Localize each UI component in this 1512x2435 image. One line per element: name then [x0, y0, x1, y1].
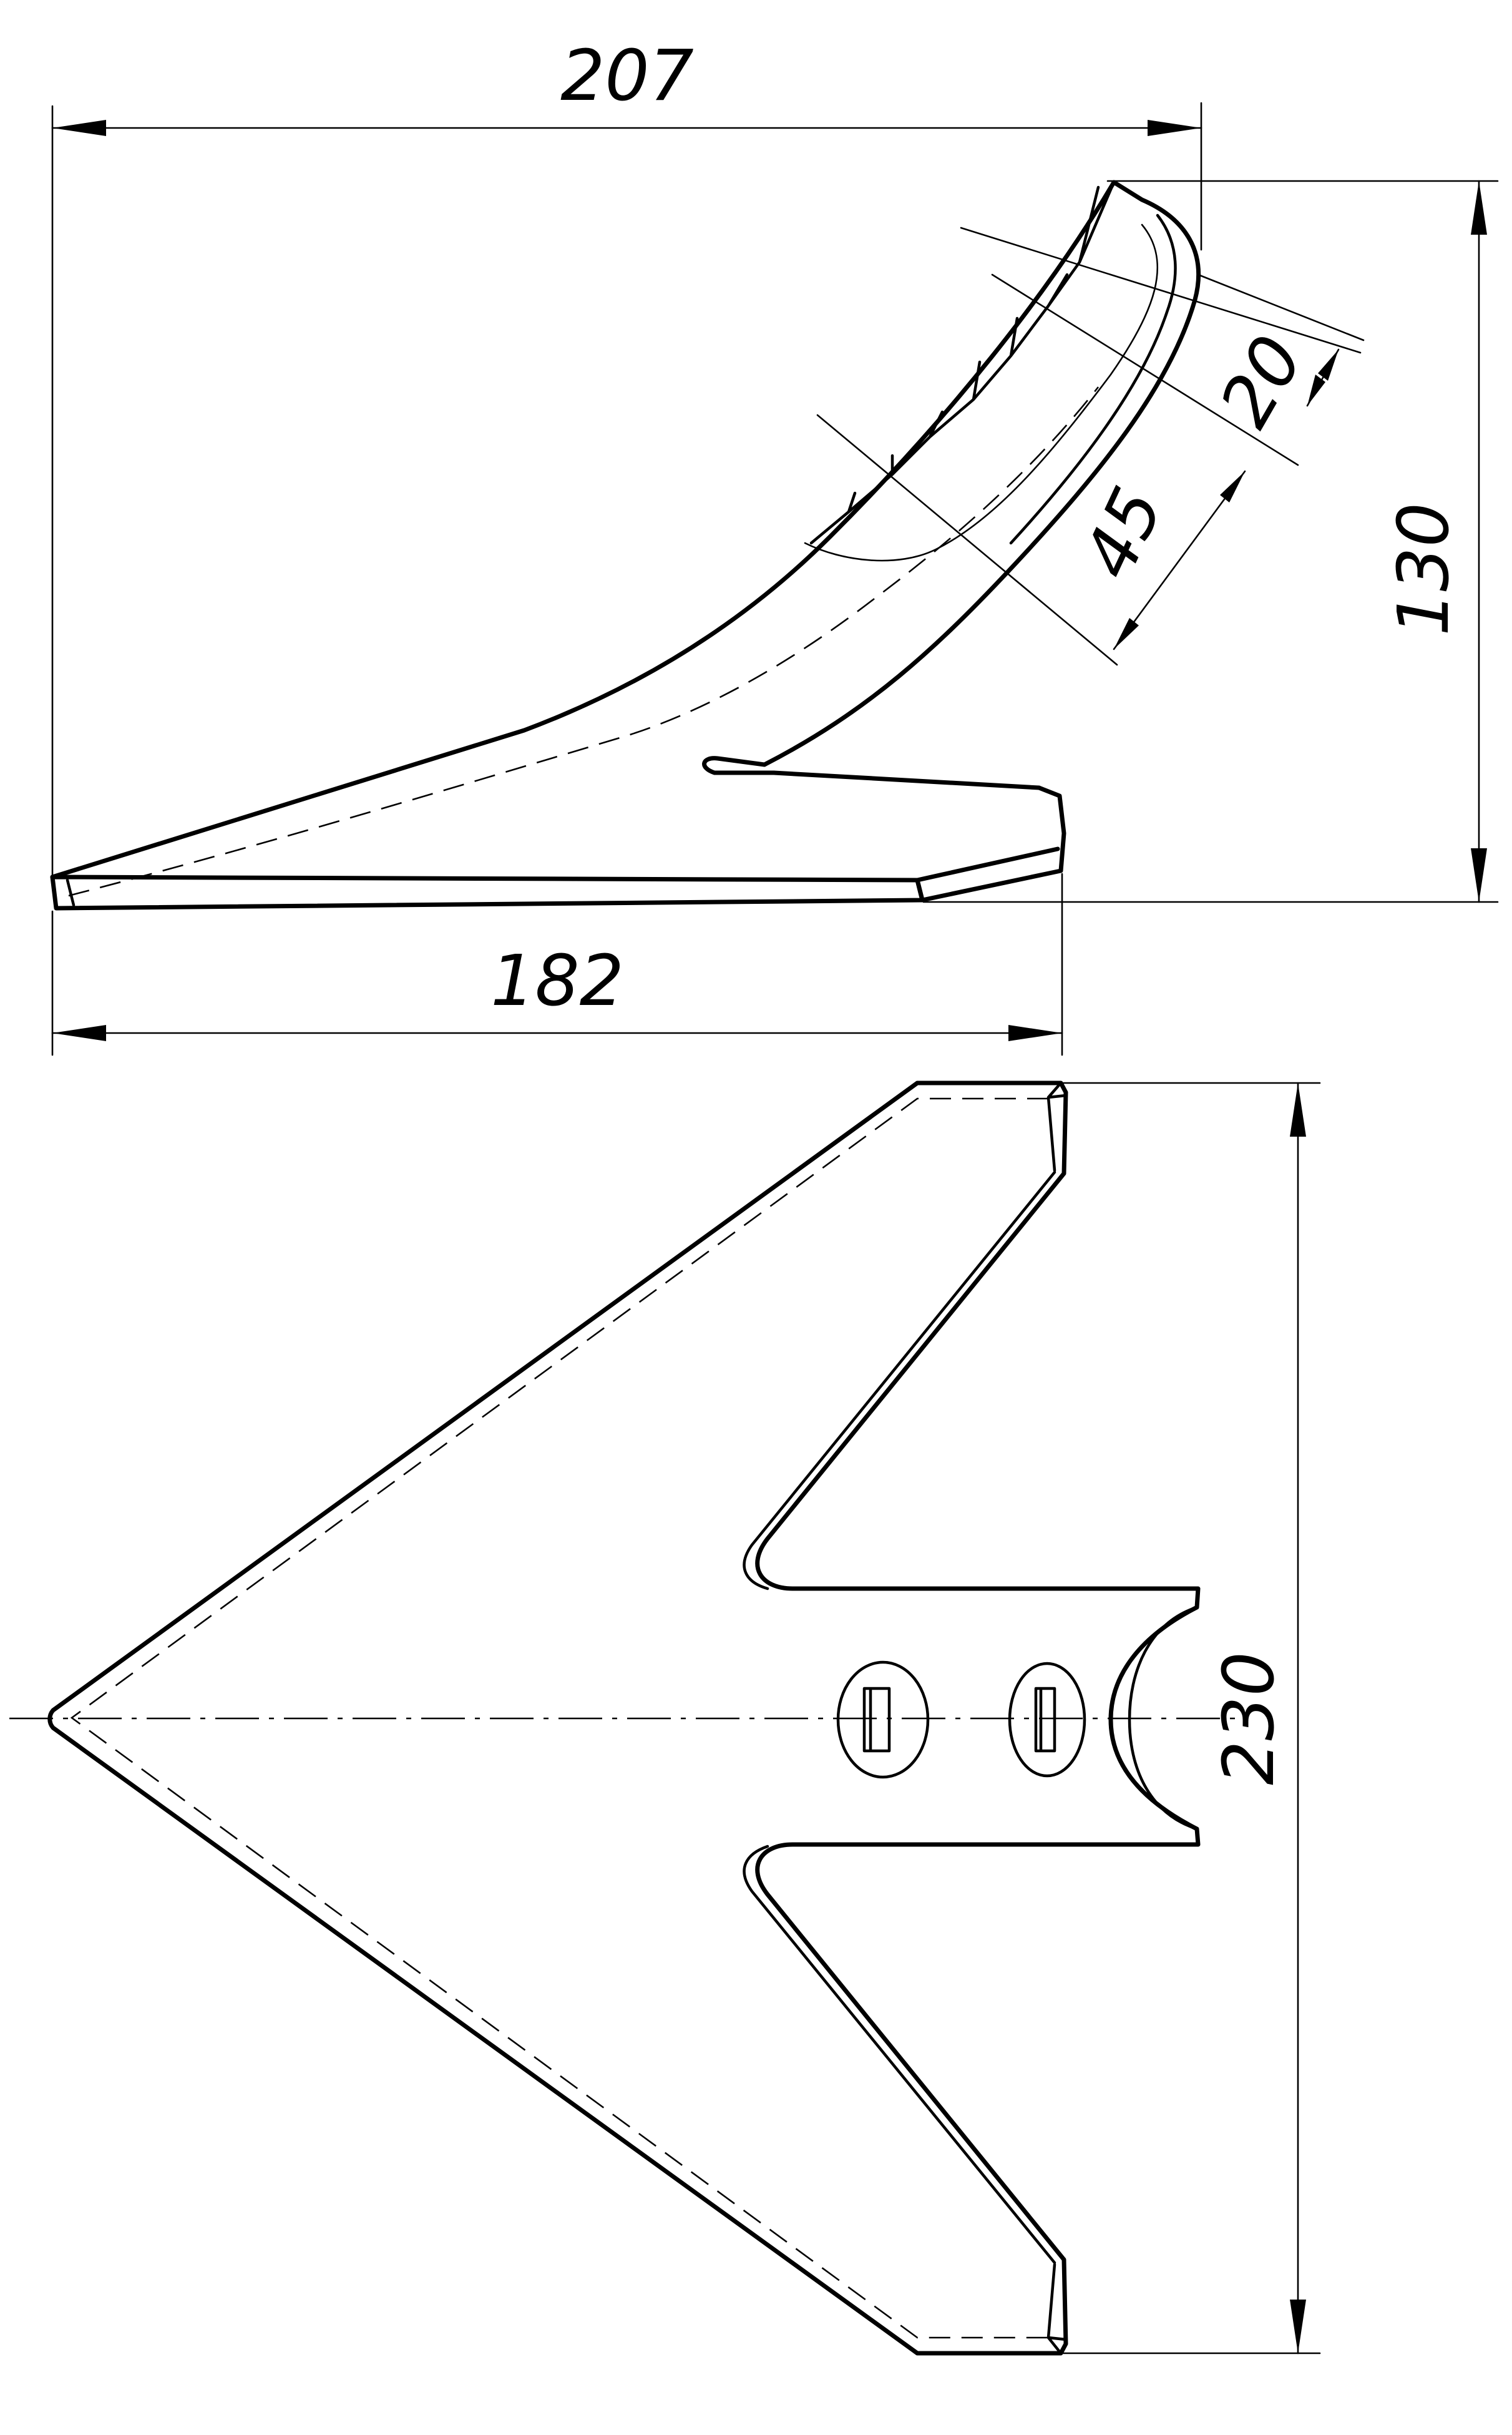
dimension-rise-label: 45 [1068, 476, 1179, 590]
dimension-rise: 45 [1068, 470, 1246, 650]
side-view-front-contour [762, 180, 1201, 767]
construction-line-20-lower [991, 273, 1299, 466]
side-view-front-inner-edge [1009, 213, 1177, 545]
top-view-outer-contour [47, 1080, 1201, 2356]
dimension-width-label: 230 [1209, 1652, 1290, 1785]
side-view: 20 45 207 130 [50, 36, 1499, 1056]
dimension-width: 230 [1060, 1082, 1321, 2354]
side-view-upper-contour [50, 180, 1116, 879]
top-view-hidden-line [70, 1097, 1048, 2339]
top-view-hole-2 [1008, 1662, 1086, 1778]
top-view-slot-lower-inner [743, 1845, 1056, 2265]
top-view-bevel-lower [1046, 2263, 1068, 2355]
dimension-thickness-label: 20 [1204, 323, 1319, 440]
top-view-bevel-upper [1046, 1081, 1068, 1172]
dimension-overall-length: 207 [51, 36, 1202, 888]
side-view-base [50, 875, 925, 911]
dimension-height-label: 130 [1383, 502, 1465, 636]
dimension-height: 130 [922, 180, 1499, 903]
top-view-slot-upper-inner [743, 1170, 1056, 1590]
side-view-nose [915, 785, 1066, 903]
side-view-surface-curve [804, 223, 1159, 562]
top-view-hole-1 [836, 1660, 930, 1779]
construction-line-upper-extension [1197, 273, 1365, 341]
side-view-hidden-line [68, 386, 1100, 897]
construction-line-45 [816, 414, 1118, 666]
side-view-hook [702, 756, 1041, 790]
side-view-base-end [66, 878, 76, 907]
construction-line-20-upper [960, 227, 1362, 354]
dimension-base-length: 182 [51, 873, 1063, 1056]
top-view: 230 [9, 1080, 1321, 2356]
dimension-base-length-label: 182 [490, 941, 624, 1022]
dimension-overall-length-label: 207 [560, 36, 694, 117]
side-view-facets [809, 180, 1116, 545]
top-view-notch-inner [1128, 1605, 1199, 1831]
